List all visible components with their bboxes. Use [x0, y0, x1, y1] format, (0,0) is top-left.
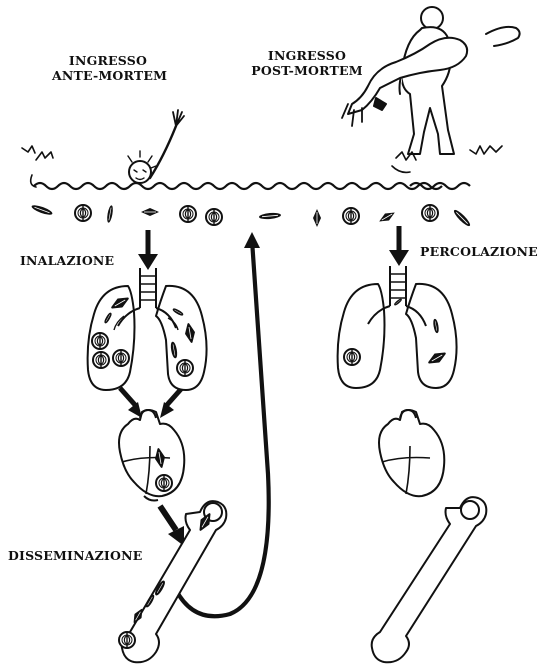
post-mortem-label-line2: POST-MORTEM — [248, 63, 366, 78]
right-lungs — [338, 266, 457, 388]
post-mortem-label-line1: INGRESSO — [248, 48, 366, 63]
ante-mortem-label-line2: ANTE-MORTEM — [52, 68, 164, 83]
post-mortem-label: INGRESSO POST-MORTEM — [248, 48, 366, 78]
left-lungs — [88, 268, 207, 390]
drowning-person-figure — [22, 110, 184, 187]
flow-arrows — [120, 226, 409, 616]
ante-mortem-label-line1: INGRESSO — [52, 53, 164, 68]
percolation-label: PERCOLAZIONE — [420, 244, 538, 259]
ante-mortem-label: INGRESSO ANTE-MORTEM — [52, 53, 164, 83]
inhalation-label: INALAZIONE — [20, 253, 114, 268]
dissemination-label: DISSEMINAZIONE — [8, 548, 142, 563]
corpse-carrier-figure — [342, 7, 520, 172]
water-diatoms — [31, 203, 472, 227]
left-heart — [119, 410, 184, 501]
right-heart — [379, 410, 444, 496]
water-surface-line — [34, 183, 442, 189]
right-femur — [372, 497, 487, 662]
